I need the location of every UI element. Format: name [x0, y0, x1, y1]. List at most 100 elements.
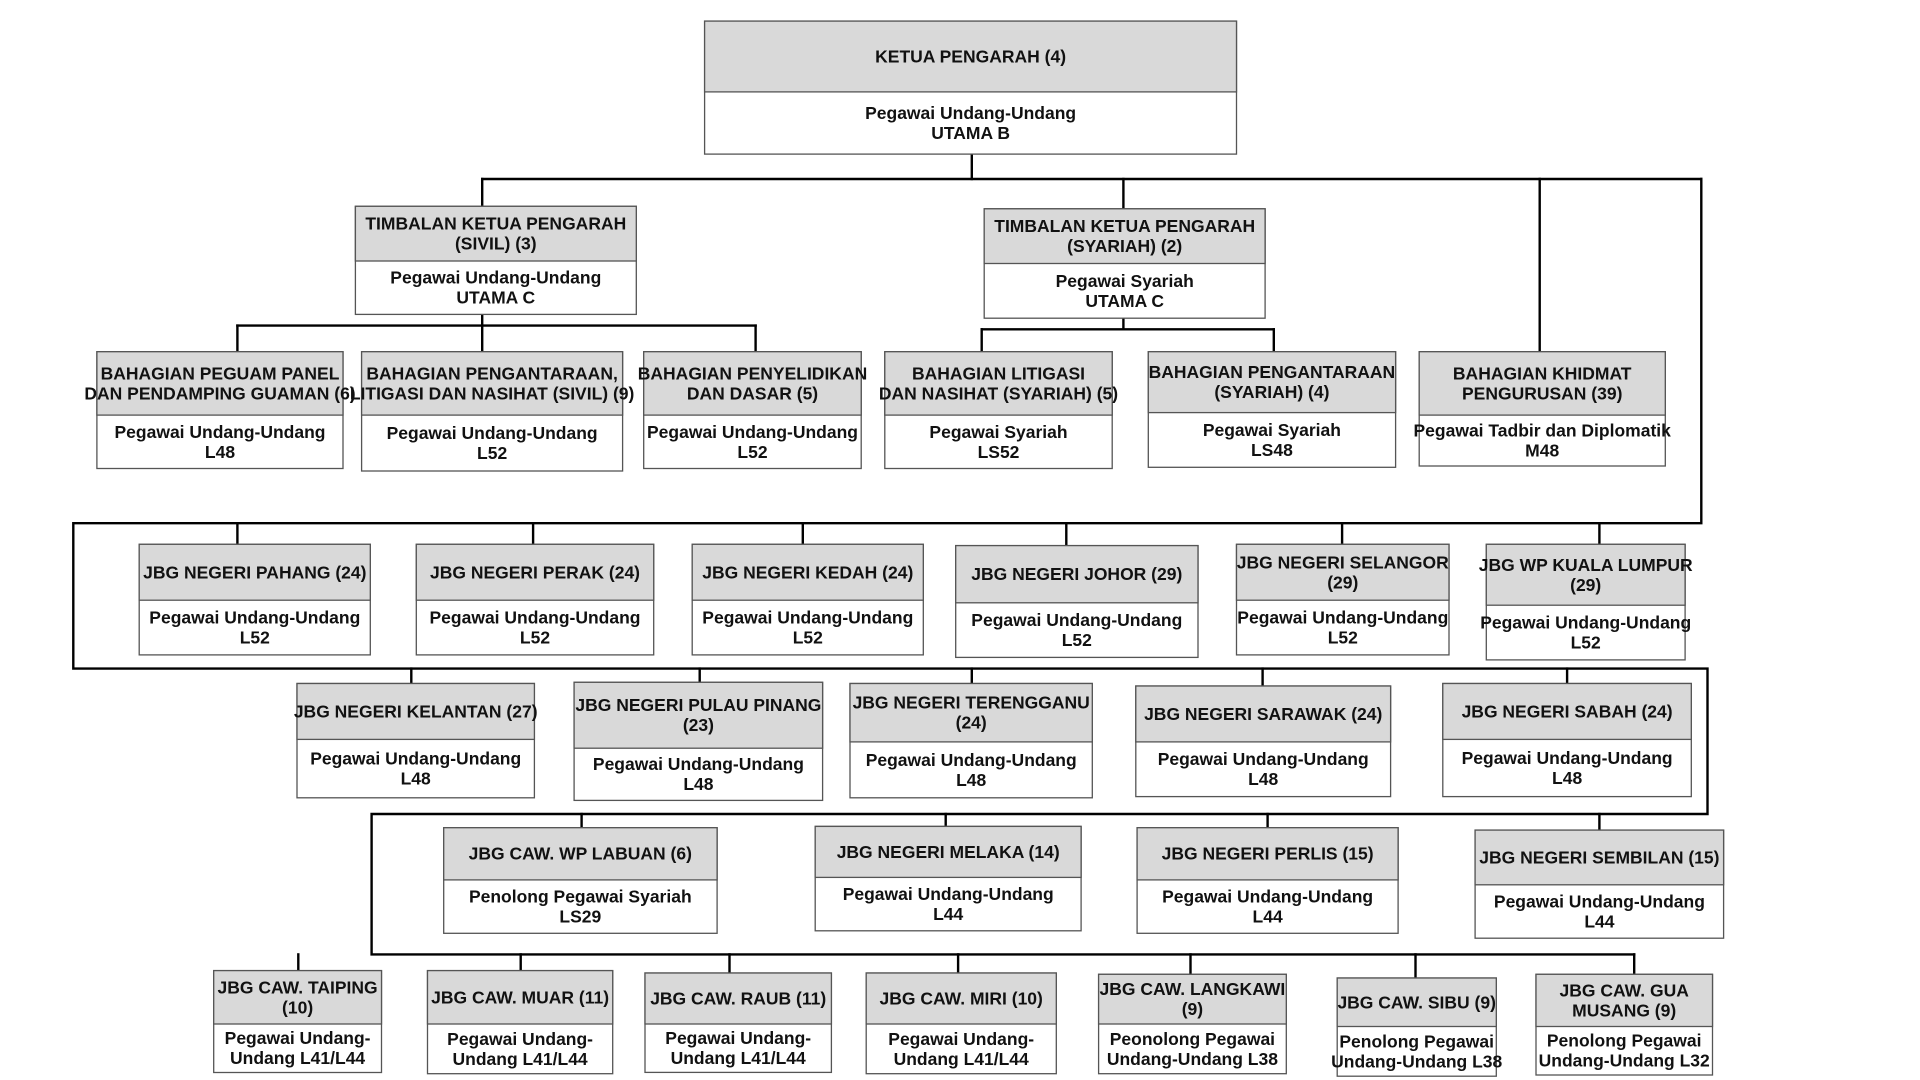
node-header	[96, 351, 344, 416]
node-title: BAHAGIAN PENGANTARAAN,	[366, 363, 617, 383]
node-header	[1418, 351, 1666, 416]
node-title: JBG NEGERI SARAWAK (24)	[1144, 704, 1382, 724]
node-header	[1235, 543, 1450, 601]
node-grade: Pegawai Undang-	[447, 1029, 593, 1049]
node-grade: Undang L41/L44	[894, 1049, 1029, 1069]
node-header	[1147, 351, 1397, 414]
node-title: (29)	[1570, 575, 1601, 595]
node-header	[1474, 829, 1725, 886]
org-node-jbg-terengganu: JBG NEGERI TERENGGANU(24)Pegawai Undang-…	[849, 682, 1093, 799]
node-grade: L44	[933, 904, 963, 924]
org-node-jbg-labuan: JBG CAW. WP LABUAN (6)Penolong Pegawai S…	[443, 827, 718, 934]
node-title: JBG CAW. MUAR (11)	[431, 987, 609, 1007]
org-node-jbg-perak: JBG NEGERI PERAK (24) Pegawai Undang-Unda…	[415, 543, 655, 656]
node-grade: Pegawai Undang-Undang	[387, 423, 598, 443]
node-title: JBG NEGERI PERLIS (15)	[1162, 844, 1374, 864]
node-header	[644, 972, 833, 1025]
node-grade: L48	[683, 774, 713, 794]
node-grade: Pegawai Undang-	[225, 1028, 371, 1048]
node-header	[573, 681, 824, 749]
node-title: JBG NEGERI SELANGOR	[1237, 552, 1449, 572]
node-title: (29)	[1327, 572, 1358, 592]
node-grade: L52	[1062, 630, 1092, 650]
node-grade: Pegawai Undang-Undang	[430, 608, 641, 628]
node-header	[1135, 685, 1392, 743]
node-title: JBG NEGERI PULAU PINANG	[575, 695, 821, 715]
node-grade: L48	[1248, 769, 1278, 789]
org-node-jbg-pulau-pinang: JBG NEGERI PULAU PINANG(23) Pegawai Undan…	[573, 681, 824, 802]
node-header	[443, 827, 718, 881]
node-header	[1097, 973, 1287, 1025]
node-title: JBG CAW. GUA	[1560, 980, 1690, 1000]
node-grade: Pegawai Undang-	[888, 1029, 1034, 1049]
node-header	[1136, 827, 1399, 881]
node-grade: LS48	[1251, 440, 1293, 460]
node-grade: Pegawai Syariah	[1056, 271, 1194, 291]
node-grade: Undang-Undang L38	[1107, 1049, 1278, 1069]
node-grade: Pegawai Undang-Undang	[971, 610, 1182, 630]
org-node-jbg-langkawi: JBG CAW. LANGKAWI(9)Peonolong PegawaiUnd…	[1097, 973, 1287, 1075]
node-grade: Penolong Pegawai Syariah	[469, 887, 692, 907]
node-grade: Undang-Undang L32	[1539, 1051, 1710, 1071]
node-title: (SYARIAH) (4)	[1214, 382, 1329, 402]
node-grade: UTAMA B	[931, 123, 1010, 143]
node-grade: Penolong Pegawai	[1547, 1031, 1702, 1051]
org-node-jbg-raub: JBG CAW. RAUB (11)Pegawai Undang-Undang …	[644, 972, 833, 1074]
connector-line	[72, 177, 1709, 956]
org-node-jbg-johor: JBG NEGERI JOHOR (29) Pegawai Undang-Unda…	[955, 544, 1199, 659]
org-node-timbalan-syariah: TIMBALAN KETUA PENGARAH(SYARIAH) (2)Pega…	[983, 208, 1266, 319]
node-header	[865, 972, 1057, 1025]
node-grade: Pegawai Undang-Undang	[1462, 748, 1673, 768]
org-node-jbg-kedah: JBG NEGERI KEDAH (24)Pegawai Undang-Unda…	[691, 543, 924, 656]
node-grade: LS29	[559, 907, 601, 927]
node-grade: Pegawai Undang-Undang	[702, 608, 913, 628]
node-title: (23)	[683, 715, 714, 735]
node-title: DAN DASAR (5)	[687, 383, 818, 403]
node-title: BAHAGIAN PENYELIDIKAN	[638, 363, 867, 383]
node-header	[296, 682, 536, 741]
node-grade: L52	[737, 442, 767, 462]
node-grade: Pegawai Undang-Undang	[149, 608, 360, 628]
node-title: (SIVIL) (3)	[455, 234, 537, 254]
node-title: JBG NEGERI PERAK (24)	[430, 562, 640, 582]
node-title: PENGURUSAN (39)	[1462, 383, 1622, 403]
node-grade: Pegawai Undang-Undang	[1158, 749, 1369, 769]
node-grade: UTAMA C	[456, 288, 535, 308]
node-header	[415, 543, 655, 601]
node-grade: L48	[401, 769, 431, 789]
node-title: JBG CAW. LANGKAWI	[1100, 979, 1286, 999]
node-grade: Pegawai Undang-Undang	[593, 754, 804, 774]
node-title: JBG NEGERI TERENGGANU	[853, 693, 1090, 713]
node-grade: UTAMA C	[1085, 291, 1164, 311]
org-node-jbg-muar: JBG CAW. MUAR (11)Pegawai Undang-Undang …	[426, 969, 614, 1075]
org-node-timbalan-sivil: TIMBALAN KETUA PENGARAH(SIVIL) (3)Pegawa…	[354, 205, 637, 316]
node-grade: Undang L41/L44	[230, 1048, 365, 1068]
node-grade: M48	[1525, 441, 1559, 461]
node-title: JBG NEGERI KELANTAN (27)	[294, 702, 538, 722]
node-grade: L52	[477, 443, 507, 463]
org-node-jbg-sabah: JBG NEGERI SABAH (24)Pegawai Undang-Unda…	[1442, 682, 1692, 798]
node-grade: Pegawai Undang-Undang	[115, 422, 326, 442]
node-title: MUSANG (9)	[1572, 1000, 1676, 1020]
node-title: JBG NEGERI SEMBILAN (15)	[1479, 848, 1719, 868]
node-title: JBG NEGERI PAHANG (24)	[143, 562, 366, 582]
node-header	[1535, 973, 1714, 1028]
node-header	[955, 544, 1199, 604]
node-title: JBG NEGERI JOHOR (29)	[971, 564, 1182, 584]
node-title: (SYARIAH) (2)	[1067, 236, 1182, 256]
node-title: BAHAGIAN KHIDMAT	[1453, 363, 1632, 383]
org-node-jbg-melaka: JBG NEGERI MELAKA (14)Pegawai Undang-Und…	[814, 825, 1082, 932]
node-grade: L48	[956, 770, 986, 790]
node-grade: L52	[520, 628, 550, 648]
node-header	[814, 825, 1082, 879]
node-title: DAN NASIHAT (SYARIAH) (5)	[879, 383, 1118, 403]
node-header	[643, 351, 862, 416]
node-title: (10)	[282, 997, 313, 1017]
node-title: BAHAGIAN LITIGASI	[912, 363, 1085, 383]
node-grade: Pegawai Undang-	[665, 1028, 811, 1048]
org-node-bahagian-pengantaraan-syariah: BAHAGIAN PENGANTARAAN(SYARIAH) (4)Pegawa…	[1147, 351, 1397, 468]
node-grade: L52	[240, 628, 270, 648]
node-header	[1336, 977, 1497, 1028]
